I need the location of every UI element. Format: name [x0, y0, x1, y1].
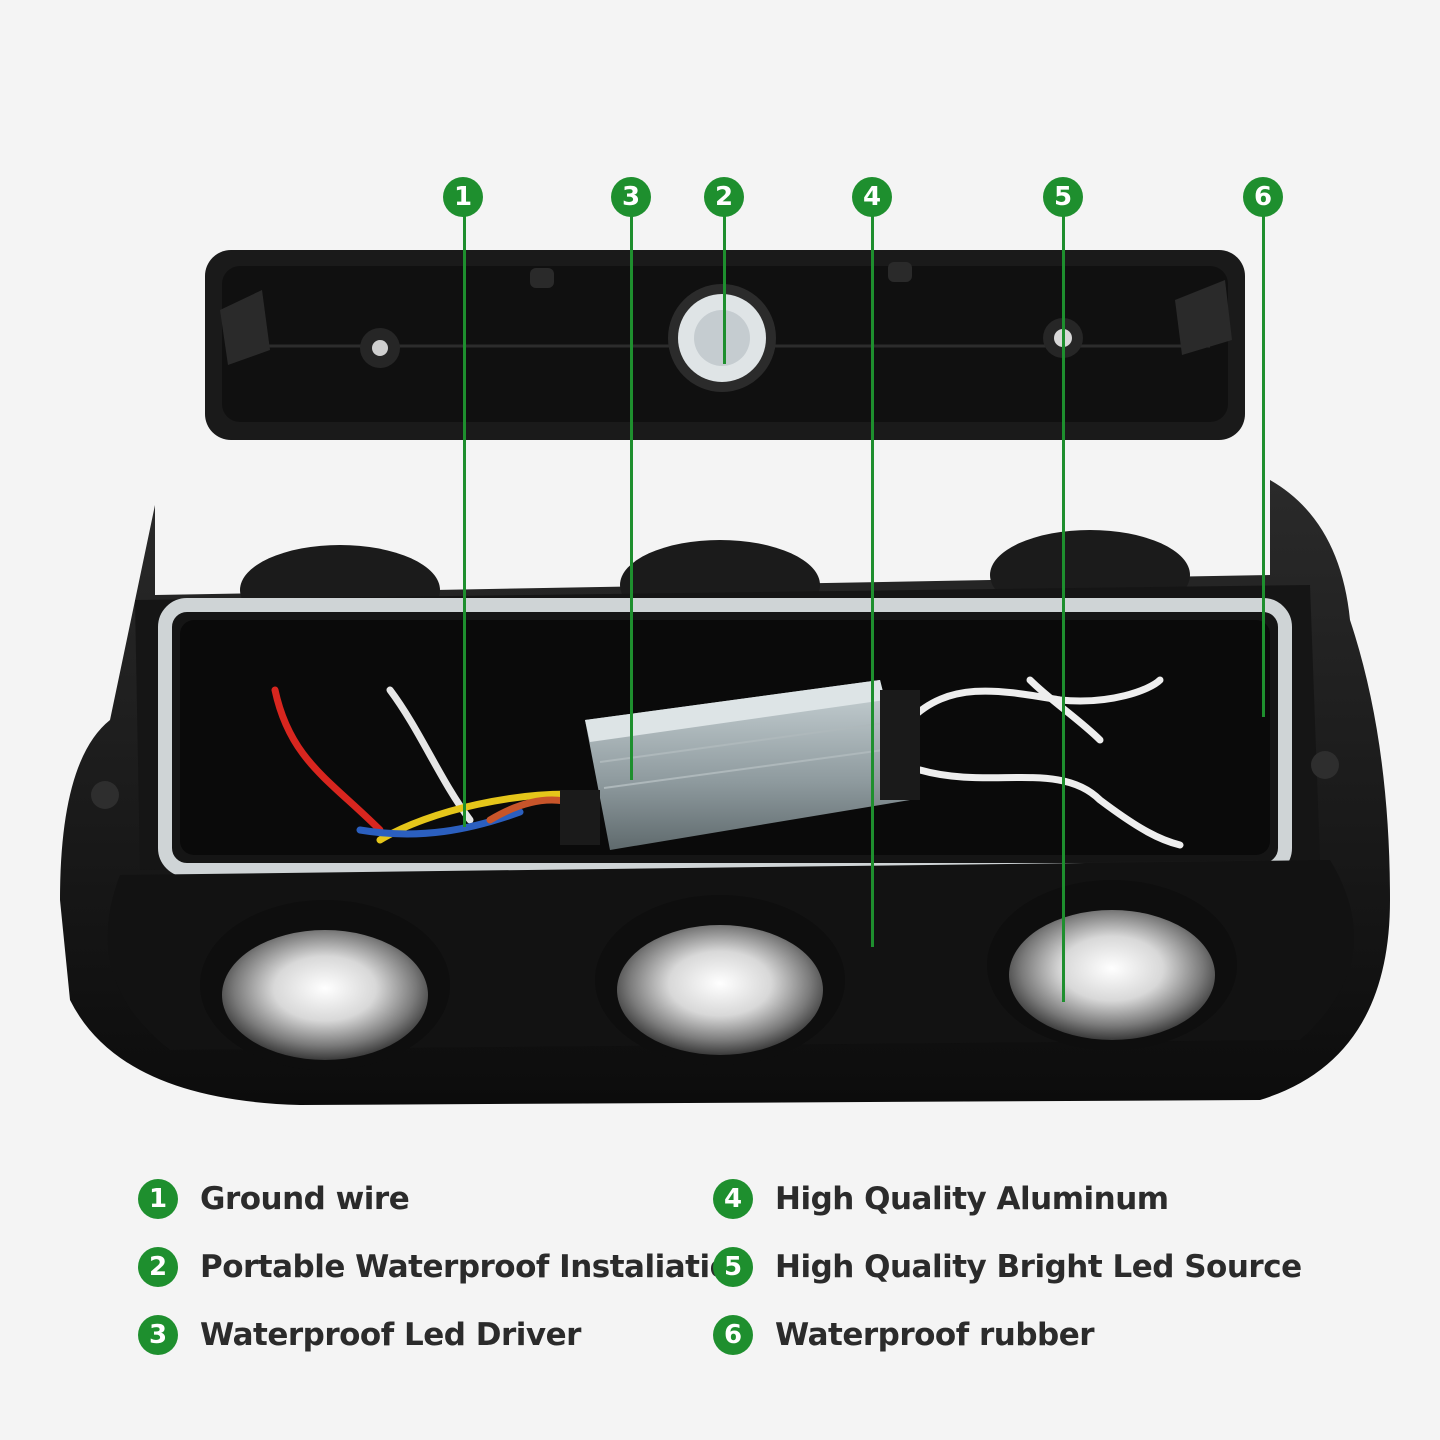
legend-label: Waterproof rubber — [775, 1317, 1095, 1353]
legend-item: 5 High Quality Bright Led Source — [713, 1245, 1302, 1289]
callout-marker-5: 5 — [1043, 177, 1083, 217]
callout-marker-6: 6 — [1243, 177, 1283, 217]
legend-number-badge: 3 — [138, 1315, 178, 1355]
leader-line-6 — [1262, 212, 1265, 717]
legend-number-badge: 5 — [713, 1247, 753, 1287]
leader-line-1 — [463, 212, 466, 827]
legend-label: Portable Waterproof Instaliation — [200, 1249, 752, 1285]
legend-item: 4 High Quality Aluminum — [713, 1177, 1169, 1221]
callout-marker-2: 2 — [704, 177, 744, 217]
legend-number-badge: 1 — [138, 1179, 178, 1219]
legend-item: 3 Waterproof Led Driver — [138, 1313, 581, 1357]
legend-number-badge: 4 — [713, 1179, 753, 1219]
legend-number-badge: 2 — [138, 1247, 178, 1287]
legend-label: Waterproof Led Driver — [200, 1317, 581, 1353]
led-lenses — [200, 880, 1237, 1070]
legend-label: Ground wire — [200, 1181, 410, 1217]
legend-number-badge: 6 — [713, 1315, 753, 1355]
leader-line-4 — [871, 212, 874, 947]
callout-marker-1: 1 — [443, 177, 483, 217]
callout-marker-3: 3 — [611, 177, 651, 217]
leader-line-5 — [1062, 212, 1065, 1002]
legend-item: 6 Waterproof rubber — [713, 1313, 1095, 1357]
led-driver — [560, 680, 920, 850]
leader-line-2 — [723, 212, 726, 364]
legend-label: High Quality Bright Led Source — [775, 1249, 1302, 1285]
legend-item: 1 Ground wire — [138, 1177, 410, 1221]
legend-label: High Quality Aluminum — [775, 1181, 1169, 1217]
callout-marker-4: 4 — [852, 177, 892, 217]
wires — [271, 676, 1184, 849]
legend-item: 2 Portable Waterproof Instaliation — [138, 1245, 752, 1289]
leader-line-3 — [630, 212, 633, 780]
